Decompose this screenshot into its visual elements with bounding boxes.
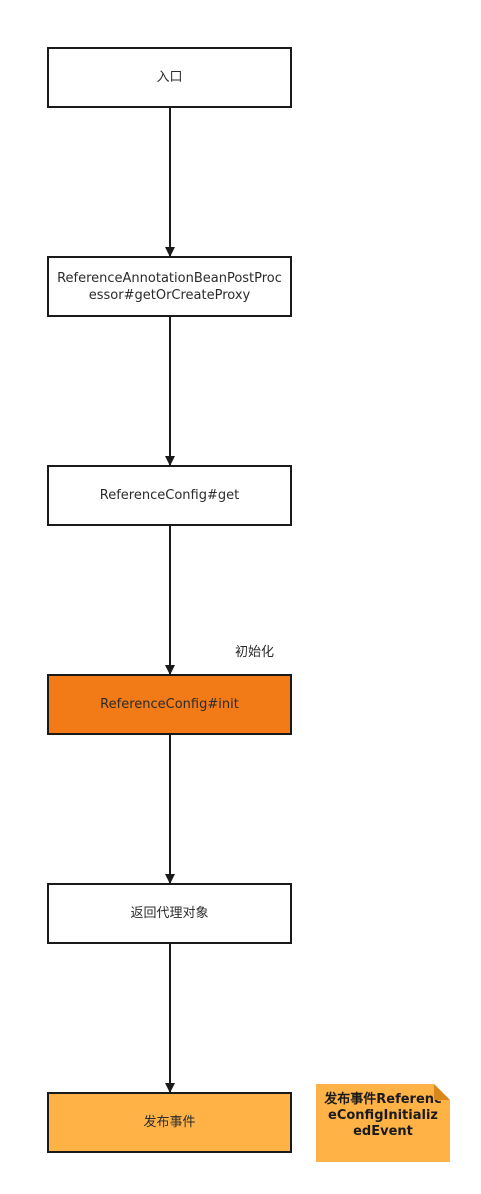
node-entry: 入口 (47, 47, 292, 108)
node-reference-config-get: ReferenceConfig#get (47, 465, 292, 526)
node-return-proxy: 返回代理对象 (47, 883, 292, 944)
edge-label-init: 初始化 (235, 645, 275, 660)
node-bean-post-processor: ReferenceAnnotationBeanPostProcessor#get… (47, 256, 292, 317)
node-publish-event: 发布事件 (47, 1092, 292, 1153)
node-reference-config-init: ReferenceConfig#init (47, 674, 292, 735)
note-publish-event: 发布事件ReferenceConfigInitializedEvent (316, 1084, 450, 1162)
